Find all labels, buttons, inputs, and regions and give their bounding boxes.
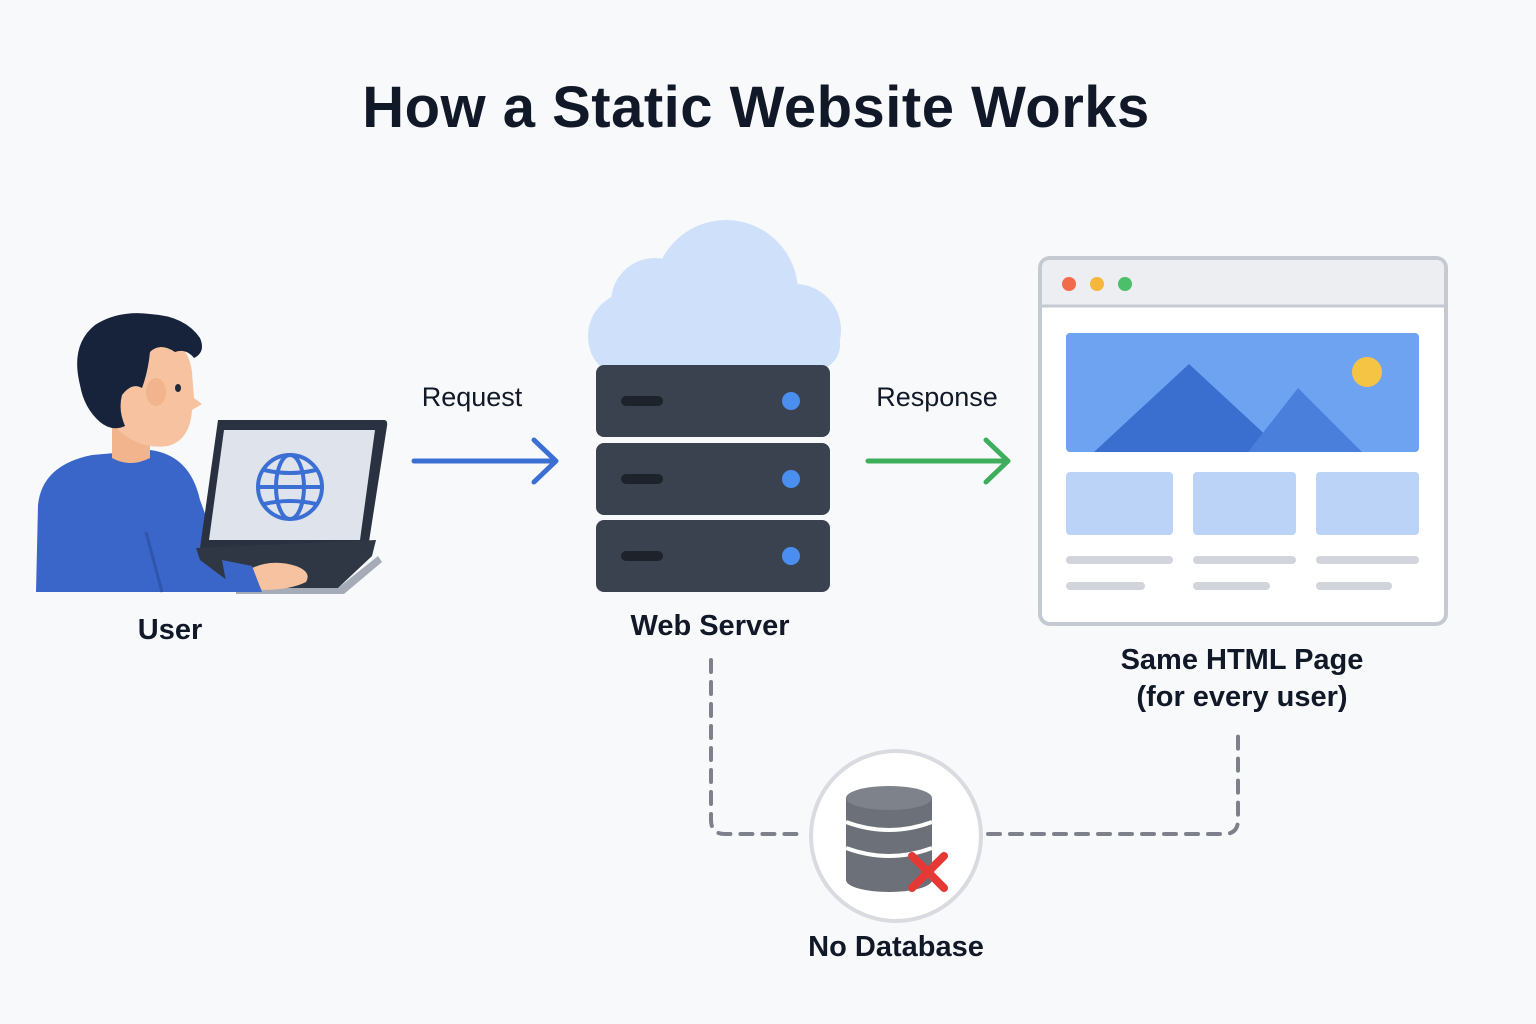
request-arrow [411,437,559,485]
laptop-icon [196,420,388,594]
diagram-title: How a Static Website Works [362,75,1150,140]
dashed-connector [709,658,1240,836]
page-label-line-2: (for every user) [1136,681,1348,713]
cloud-icon [588,220,841,380]
server-rack-icon [596,365,830,592]
minimize-dot-icon [1090,277,1104,291]
response-label: Response [876,382,998,412]
request-label: Request [421,382,523,412]
page-label: Same HTML Page (for every user) [1082,642,1402,716]
close-dot-icon [1062,277,1076,291]
no-database-label: No Database [808,931,984,963]
response-arrow [865,437,1011,485]
globe-icon [256,453,324,521]
image-placeholder-icon [1066,333,1419,452]
database-icon [809,749,983,923]
browser-window-icon [1038,256,1448,626]
user-label: User [137,614,203,646]
page-label-line-1: Same HTML Page [1120,644,1364,676]
web-server-label: Web Server [630,610,790,642]
cross-icon [908,852,948,892]
maximize-dot-icon [1118,277,1132,291]
